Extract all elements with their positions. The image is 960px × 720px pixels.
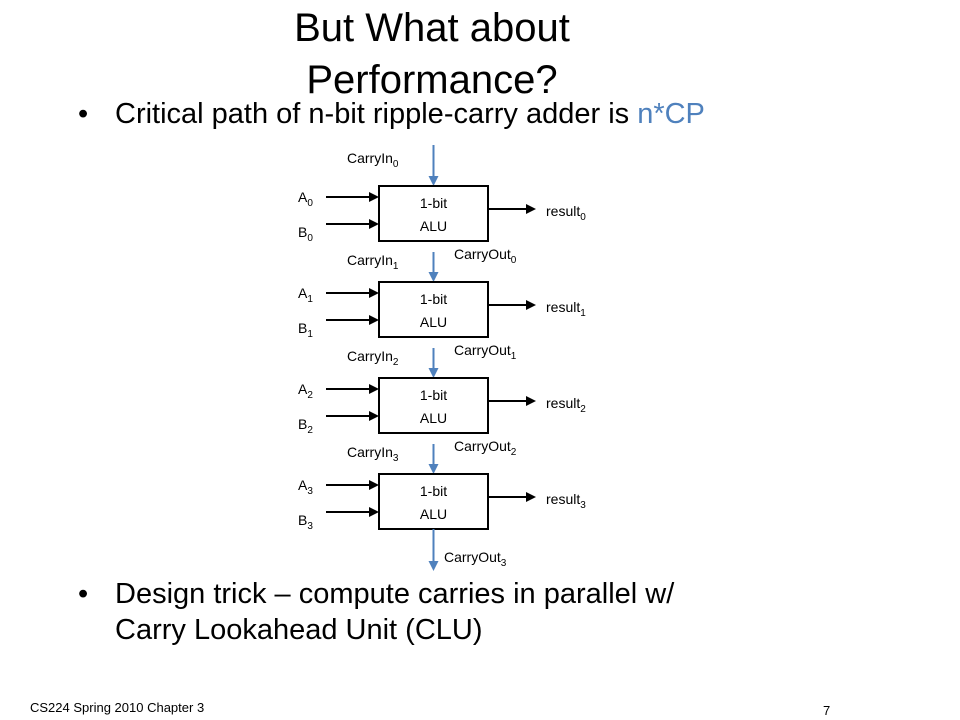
- carry-out-label: CarryOut0: [454, 246, 517, 266]
- carry-in-label: CarryIn1: [347, 252, 399, 272]
- alu-box-label-line-1: 1-bit: [420, 387, 447, 403]
- bullet-1-text: Critical path of n-bit ripple-carry adde…: [115, 98, 638, 130]
- input-b-label: B1: [298, 320, 313, 340]
- alu-box-label-line-1: 1-bit: [420, 291, 447, 307]
- bullet-dot: •: [78, 98, 89, 130]
- title-line-1: But What about: [294, 6, 570, 50]
- alu-box-label-line-2: ALU: [420, 218, 447, 234]
- carry-in-label: CarryIn3: [347, 444, 399, 464]
- alu-box: [378, 185, 489, 242]
- alu-box-label-line-1: 1-bit: [420, 195, 447, 211]
- input-a-label: A1: [298, 285, 313, 305]
- carry-in-label: CarryIn0: [347, 150, 399, 170]
- input-b-label: B0: [298, 224, 313, 244]
- carry-out-label: CarryOut3: [444, 549, 507, 569]
- page-number: 7: [823, 703, 831, 718]
- result-label: result2: [546, 395, 586, 415]
- result-label: result1: [546, 299, 586, 319]
- input-a-label: A2: [298, 381, 313, 401]
- carry-out-label: CarryOut2: [454, 438, 517, 458]
- slide-title: But What about Performance?: [222, 2, 642, 106]
- bullet-text: Critical path of n-bit ripple-carry adde…: [115, 96, 705, 132]
- bullet-2-line-2: Carry Lookahead Unit (CLU): [115, 614, 483, 646]
- bullet-critical-path: • Critical path of n-bit ripple-carry ad…: [78, 96, 898, 136]
- bullet-design-trick: • Design trick – compute carries in para…: [78, 576, 898, 656]
- carry-in-label: CarryIn2: [347, 348, 399, 368]
- alu-box: [378, 281, 489, 338]
- input-b-label: B3: [298, 512, 313, 532]
- input-a-label: A3: [298, 477, 313, 497]
- alu-box: [378, 377, 489, 434]
- alu-box-label-line-1: 1-bit: [420, 483, 447, 499]
- footer-course: CS224 Spring 2010 Chapter 3: [30, 700, 205, 715]
- bullet-2-line-1: Design trick – compute carries in parall…: [115, 578, 675, 610]
- alu-box-label-line-2: ALU: [420, 410, 447, 426]
- alu-box-label-line-2: ALU: [420, 506, 447, 522]
- title-line-2: Performance?: [306, 58, 558, 102]
- result-label: result3: [546, 491, 586, 511]
- bullet-text: Design trick – compute carries in parall…: [115, 576, 674, 648]
- carry-out-label: CarryOut1: [454, 342, 517, 362]
- input-a-label: A0: [298, 189, 313, 209]
- result-label: result0: [546, 203, 586, 223]
- alu-box-label-line-2: ALU: [420, 314, 447, 330]
- bullet-dot: •: [78, 578, 89, 610]
- bullet-1-highlight: n*CP: [637, 98, 705, 130]
- input-b-label: B2: [298, 416, 313, 436]
